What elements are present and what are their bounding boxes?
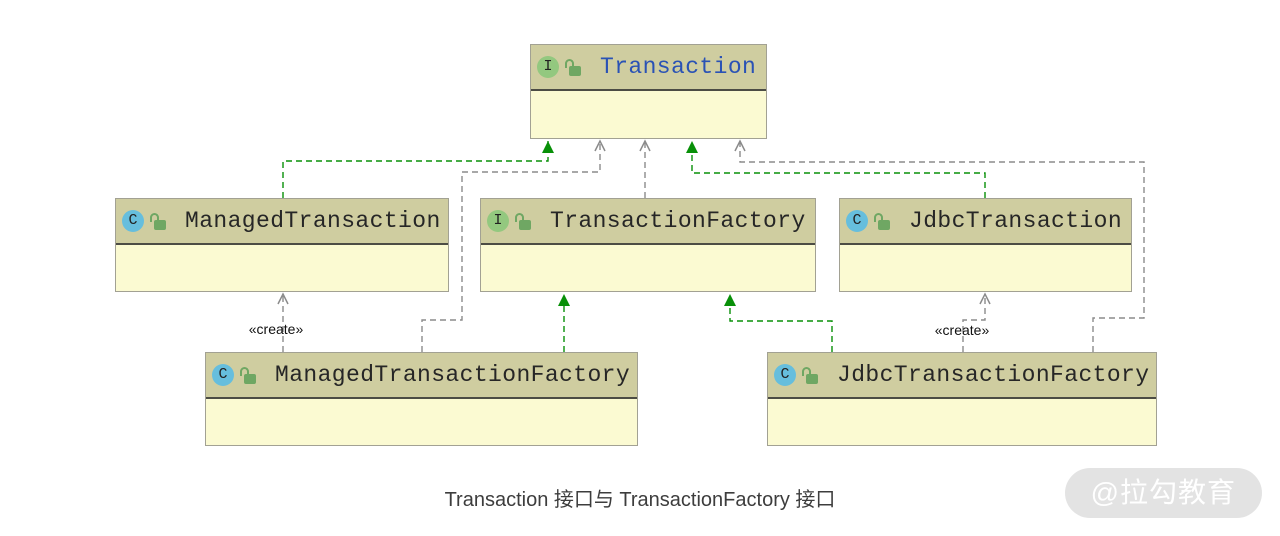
class-body-compartment [531, 91, 766, 138]
create-stereotype-label: «create» [934, 322, 990, 338]
public-lock-icon [874, 212, 890, 230]
lock-body [154, 219, 166, 230]
class-name: JdbcTransactionFactory [837, 362, 1150, 388]
kind-letter: I [493, 211, 503, 229]
edge-implements-managed-transaction-to-transaction[interactable] [282, 141, 554, 198]
kind-letter: C [218, 365, 228, 383]
public-lock-icon [150, 212, 166, 230]
create-stereotype-label: «create» [248, 321, 304, 337]
class-body-compartment [481, 245, 815, 291]
interface-icon: I [487, 210, 509, 232]
class-icon: C [122, 210, 144, 232]
lock-body [519, 219, 531, 230]
kind-letter: C [852, 211, 862, 229]
class-body-compartment [840, 245, 1131, 291]
class-box-transaction[interactable]: I Transaction [530, 44, 767, 139]
lock-shackle [802, 366, 811, 376]
class-header: C JdbcTransaction [840, 199, 1131, 245]
lock-body [878, 219, 890, 230]
interface-icon: I [537, 56, 559, 78]
class-name: Transaction [600, 54, 757, 80]
class-box-jdbc-transaction-factory[interactable]: C JdbcTransactionFactory [767, 352, 1157, 446]
lock-shackle [150, 212, 159, 222]
class-box-managed-transaction-factory[interactable]: C ManagedTransactionFactory [205, 352, 638, 446]
class-header: C ManagedTransactionFactory [206, 353, 637, 399]
class-icon: C [774, 364, 796, 386]
edge-implements-jdbc-transaction-to-transaction[interactable] [686, 141, 986, 198]
class-name: ManagedTransaction [185, 208, 441, 234]
public-lock-icon [240, 366, 256, 384]
class-name: TransactionFactory [550, 208, 806, 234]
class-body-compartment [768, 399, 1156, 445]
class-body-compartment [116, 245, 448, 291]
class-header: C JdbcTransactionFactory [768, 353, 1156, 399]
class-header: I Transaction [531, 45, 766, 91]
edge-implements-jdbc-transaction-factory-to-transaction-factory[interactable] [724, 294, 833, 352]
public-lock-icon [802, 366, 818, 384]
public-lock-icon [515, 212, 531, 230]
diagram-caption: Transaction 接口与 TransactionFactory 接口 [444, 489, 836, 511]
lock-body [806, 373, 818, 384]
watermark-badge: @拉勾教育 [1064, 468, 1262, 518]
class-body-compartment [206, 399, 637, 445]
class-header: C ManagedTransaction [116, 199, 448, 245]
class-header: I TransactionFactory [481, 199, 815, 245]
class-icon: C [212, 364, 234, 386]
class-box-managed-transaction[interactable]: C ManagedTransaction [115, 198, 449, 292]
lock-shackle [565, 58, 574, 68]
kind-letter: I [543, 57, 553, 75]
lock-shackle [240, 366, 249, 376]
lock-body [244, 373, 256, 384]
kind-letter: C [780, 365, 790, 383]
public-lock-icon [565, 58, 581, 76]
class-name: ManagedTransactionFactory [275, 362, 631, 388]
lock-body [569, 65, 581, 76]
kind-letter: C [128, 211, 138, 229]
class-box-jdbc-transaction[interactable]: C JdbcTransaction [839, 198, 1132, 292]
class-box-transaction-factory[interactable]: I TransactionFactory [480, 198, 816, 292]
class-icon: C [846, 210, 868, 232]
class-name: JdbcTransaction [909, 208, 1123, 234]
